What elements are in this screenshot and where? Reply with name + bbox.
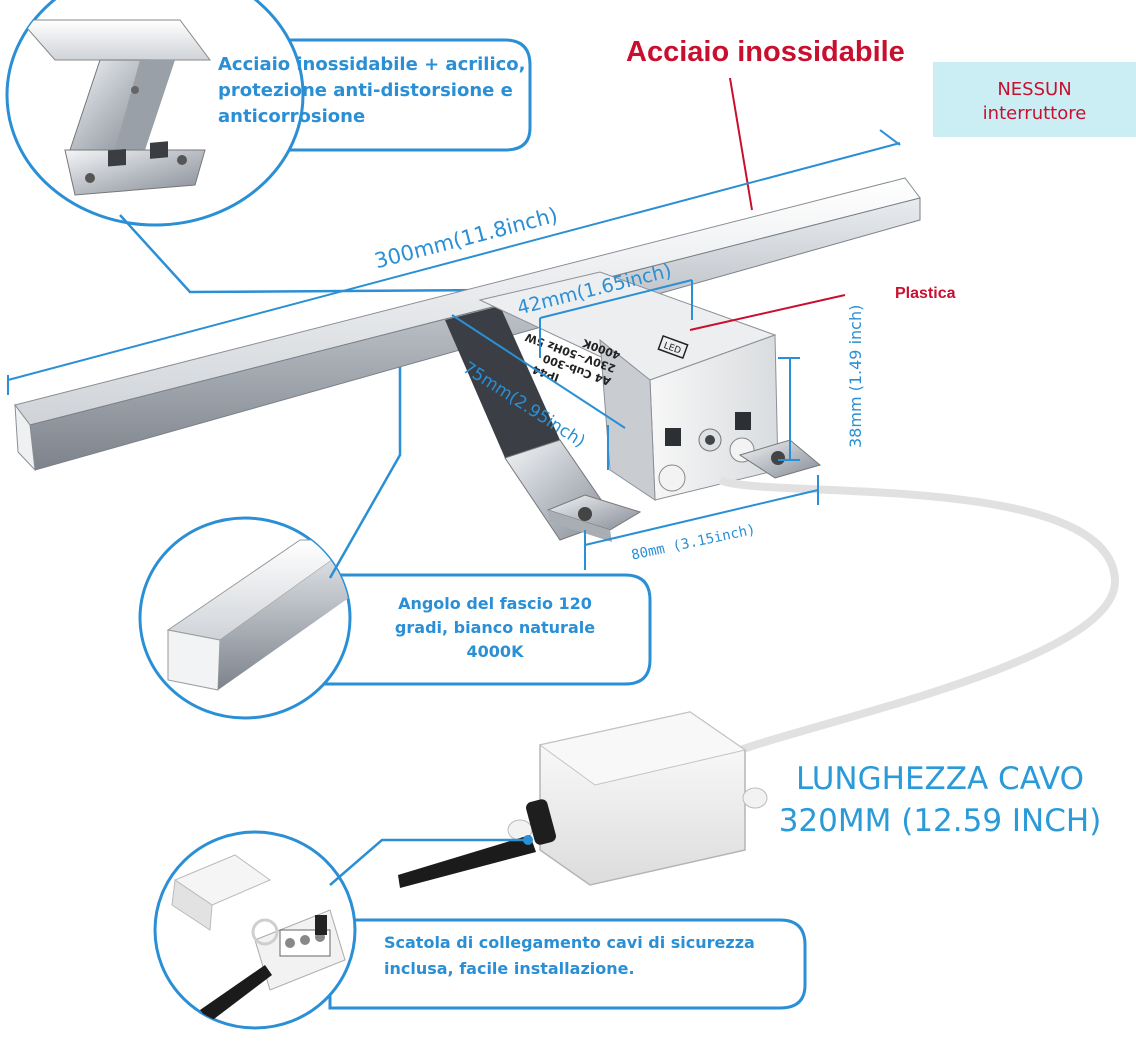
no-switch-line-1: NESSUN [997, 79, 1072, 100]
stainless-steel-label: Acciaio inossidabile [626, 36, 905, 68]
no-switch-line-2: interruttore [982, 103, 1087, 124]
cable-length-line-2: 320MM (12.59 INCH) [778, 803, 1102, 839]
mounting-base [546, 439, 822, 542]
dimension-lines [7, 129, 901, 570]
cable-length-line-1: LUNGHEZZA CAVO [796, 761, 1084, 797]
bar-end-detail-callout [138, 516, 652, 720]
junction-box [398, 711, 768, 888]
beam-callout-text: Angolo del fascio 120 gradi, bianco natu… [394, 594, 596, 661]
bracket-detail-callout [5, 0, 532, 227]
junction-detail-callout [153, 830, 807, 1030]
height-dimension-label: 38mm (1.49 inch) [846, 304, 865, 448]
junction-callout-text: Scatola di collegamento cavi di sicurezz… [384, 933, 755, 978]
no-switch-text: NESSUN interruttore [933, 78, 1136, 126]
cable-length-label: LUNGHEZZA CAVO 320MM (12.59 INCH) [740, 758, 1136, 842]
material-callout-text: Acciaio inossidabile + acrilico, protezi… [218, 54, 526, 127]
plastic-label: Plastica [895, 285, 956, 302]
no-switch-badge [933, 62, 1136, 137]
